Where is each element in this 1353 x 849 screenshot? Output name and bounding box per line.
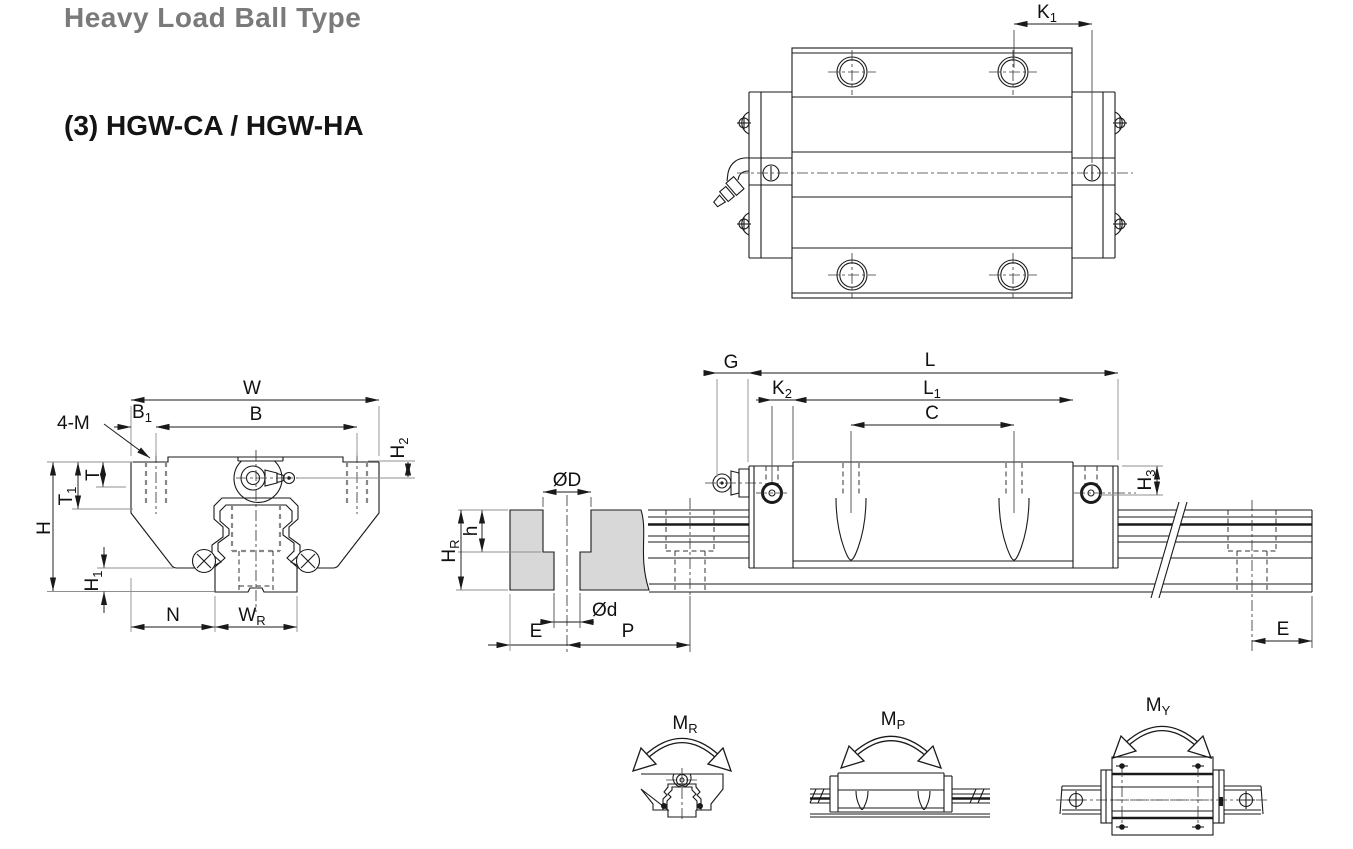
my-block xyxy=(1100,756,1225,836)
dim-label-h: h xyxy=(461,526,482,537)
mp-block xyxy=(829,772,953,813)
rail-break xyxy=(1151,502,1187,598)
dim-label-W: W xyxy=(243,378,261,399)
moment-label-MY: MY xyxy=(1146,695,1171,718)
rail-section-view: ØD h HR Ød E P xyxy=(439,470,691,652)
dim-label-HR: HR xyxy=(439,539,462,562)
dim-label-T1: T1 xyxy=(56,487,79,506)
top-view: K1 xyxy=(712,2,1133,299)
moment-arrow-icon xyxy=(706,746,733,772)
dim-label-C: C xyxy=(925,403,939,424)
moment-arrow-icon xyxy=(1111,734,1138,760)
page-title: Heavy Load Ball Type xyxy=(64,2,362,33)
hidden-rail-hole-right xyxy=(1227,500,1277,652)
side-view: G L K2 L1 C H3 E xyxy=(648,350,1313,652)
front-view: W B B1 4-M H2 T T1 H xyxy=(34,378,415,632)
dim-label-H2: H2 xyxy=(388,438,411,459)
moment-label-MP: MP xyxy=(881,709,906,732)
dim-label-H: H xyxy=(34,521,55,535)
rail-side xyxy=(648,509,1313,593)
moment-arrow-icon xyxy=(631,746,658,772)
dim-label-B: B xyxy=(250,404,263,425)
dim-label-B1: B1 xyxy=(132,402,152,425)
moment-arrow-icon xyxy=(839,744,866,770)
moment-my: MY xyxy=(1056,695,1268,836)
dim-label-E2: E xyxy=(1277,619,1290,640)
moment-mr: MR xyxy=(631,713,733,822)
block-side xyxy=(748,461,1119,569)
dim-label-H3: H3 xyxy=(1135,470,1158,491)
dim-label-L1: L1 xyxy=(923,378,941,401)
grease-nipple-icon xyxy=(712,157,750,208)
mount-thread-slots xyxy=(835,463,1030,561)
mp-rail xyxy=(809,788,990,818)
moment-label-MR: MR xyxy=(672,713,697,736)
hidden-rail-hole-left xyxy=(665,498,715,596)
dim-label-H1: H1 xyxy=(82,571,105,592)
moment-arrow-icon xyxy=(1186,734,1213,760)
dim-label-L: L xyxy=(925,350,936,371)
ball-icons xyxy=(191,548,321,574)
dim-label-N: N xyxy=(166,605,180,626)
dim-label-OD: ØD xyxy=(553,470,582,491)
dim-label-Od: Ød xyxy=(592,600,617,621)
dim-label-K2: K2 xyxy=(772,378,792,401)
grease-nipple-side-icon xyxy=(705,468,762,498)
dim-label-K1: K1 xyxy=(1037,2,1057,25)
product-code: (3) HGW-CA / HGW-HA xyxy=(64,110,364,141)
dim-label-4M: 4-M xyxy=(57,413,90,434)
mounting-holes xyxy=(828,50,1037,298)
dim-label-P: P xyxy=(622,621,635,642)
dim-label-WR: WR xyxy=(238,605,265,628)
moment-arrow-icon xyxy=(916,744,943,770)
dim-label-E: E xyxy=(530,621,543,642)
end-screw-icons xyxy=(737,116,1127,231)
dim-label-G: G xyxy=(724,352,739,373)
dim-label-T: T xyxy=(83,469,104,481)
moment-mp: MP xyxy=(809,709,990,818)
